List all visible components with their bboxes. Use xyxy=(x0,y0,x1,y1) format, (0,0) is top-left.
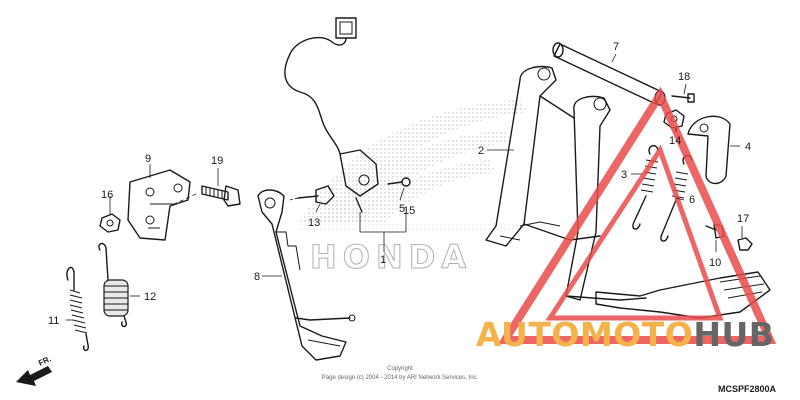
front-direction-label: FR. xyxy=(37,354,52,368)
part-16-nut xyxy=(99,213,121,233)
callout-6: 6 xyxy=(689,194,695,206)
callout-15: 15 xyxy=(403,205,415,217)
front-direction-arrow-icon xyxy=(16,366,52,386)
part-13-bolt xyxy=(289,185,335,205)
part-9-bracket xyxy=(127,169,191,241)
diagram-code: MCSPF2800A xyxy=(718,384,777,394)
watermark-text: AUTOMOTOHUB xyxy=(476,315,774,354)
part-15-screw xyxy=(387,177,411,187)
part-8-side-stand xyxy=(257,189,356,361)
callout-19: 19 xyxy=(211,155,223,167)
callout-12: 12 xyxy=(144,291,156,303)
callout-11: 11 xyxy=(48,315,59,327)
callout-4: 4 xyxy=(745,141,751,153)
callout-16: 16 xyxy=(101,189,113,201)
callout-8: 8 xyxy=(254,271,260,283)
part-11-spring xyxy=(66,266,90,352)
part-19-bolt xyxy=(169,185,241,207)
copyright-line-2: Page design (c) 2004 - 2014 by ARI Netwo… xyxy=(322,375,479,381)
callout-5: 5 xyxy=(399,203,405,215)
callout-9: 9 xyxy=(145,153,151,165)
callout-18: 18 xyxy=(678,71,690,83)
part-4-plate xyxy=(687,115,731,185)
honda-wing-emblem xyxy=(300,100,530,232)
callout-2: 2 xyxy=(478,145,484,157)
honda-emblem-text: HONDA xyxy=(310,238,472,276)
leader-lines xyxy=(66,53,743,321)
part-5-stand-switch xyxy=(284,17,379,213)
callout-1: 1 xyxy=(380,254,386,266)
part-12-spring xyxy=(98,242,129,328)
callout-17: 17 xyxy=(737,213,749,225)
callout-3: 3 xyxy=(621,169,627,181)
part-17-washer xyxy=(737,237,753,251)
watermark-text-part2: HUB xyxy=(693,315,774,354)
callout-13: 13 xyxy=(308,217,320,229)
copyright-line-1: Copyright xyxy=(387,366,413,372)
part-18-bolt xyxy=(671,93,695,103)
callout-14: 14 xyxy=(669,135,681,147)
watermark-text-part1: AUTOMOTO xyxy=(476,315,693,354)
callout-10: 10 xyxy=(709,257,721,269)
watermark-triangle xyxy=(497,86,777,344)
callout-7: 7 xyxy=(613,41,619,53)
part-7-pivot-pipe xyxy=(552,42,666,106)
